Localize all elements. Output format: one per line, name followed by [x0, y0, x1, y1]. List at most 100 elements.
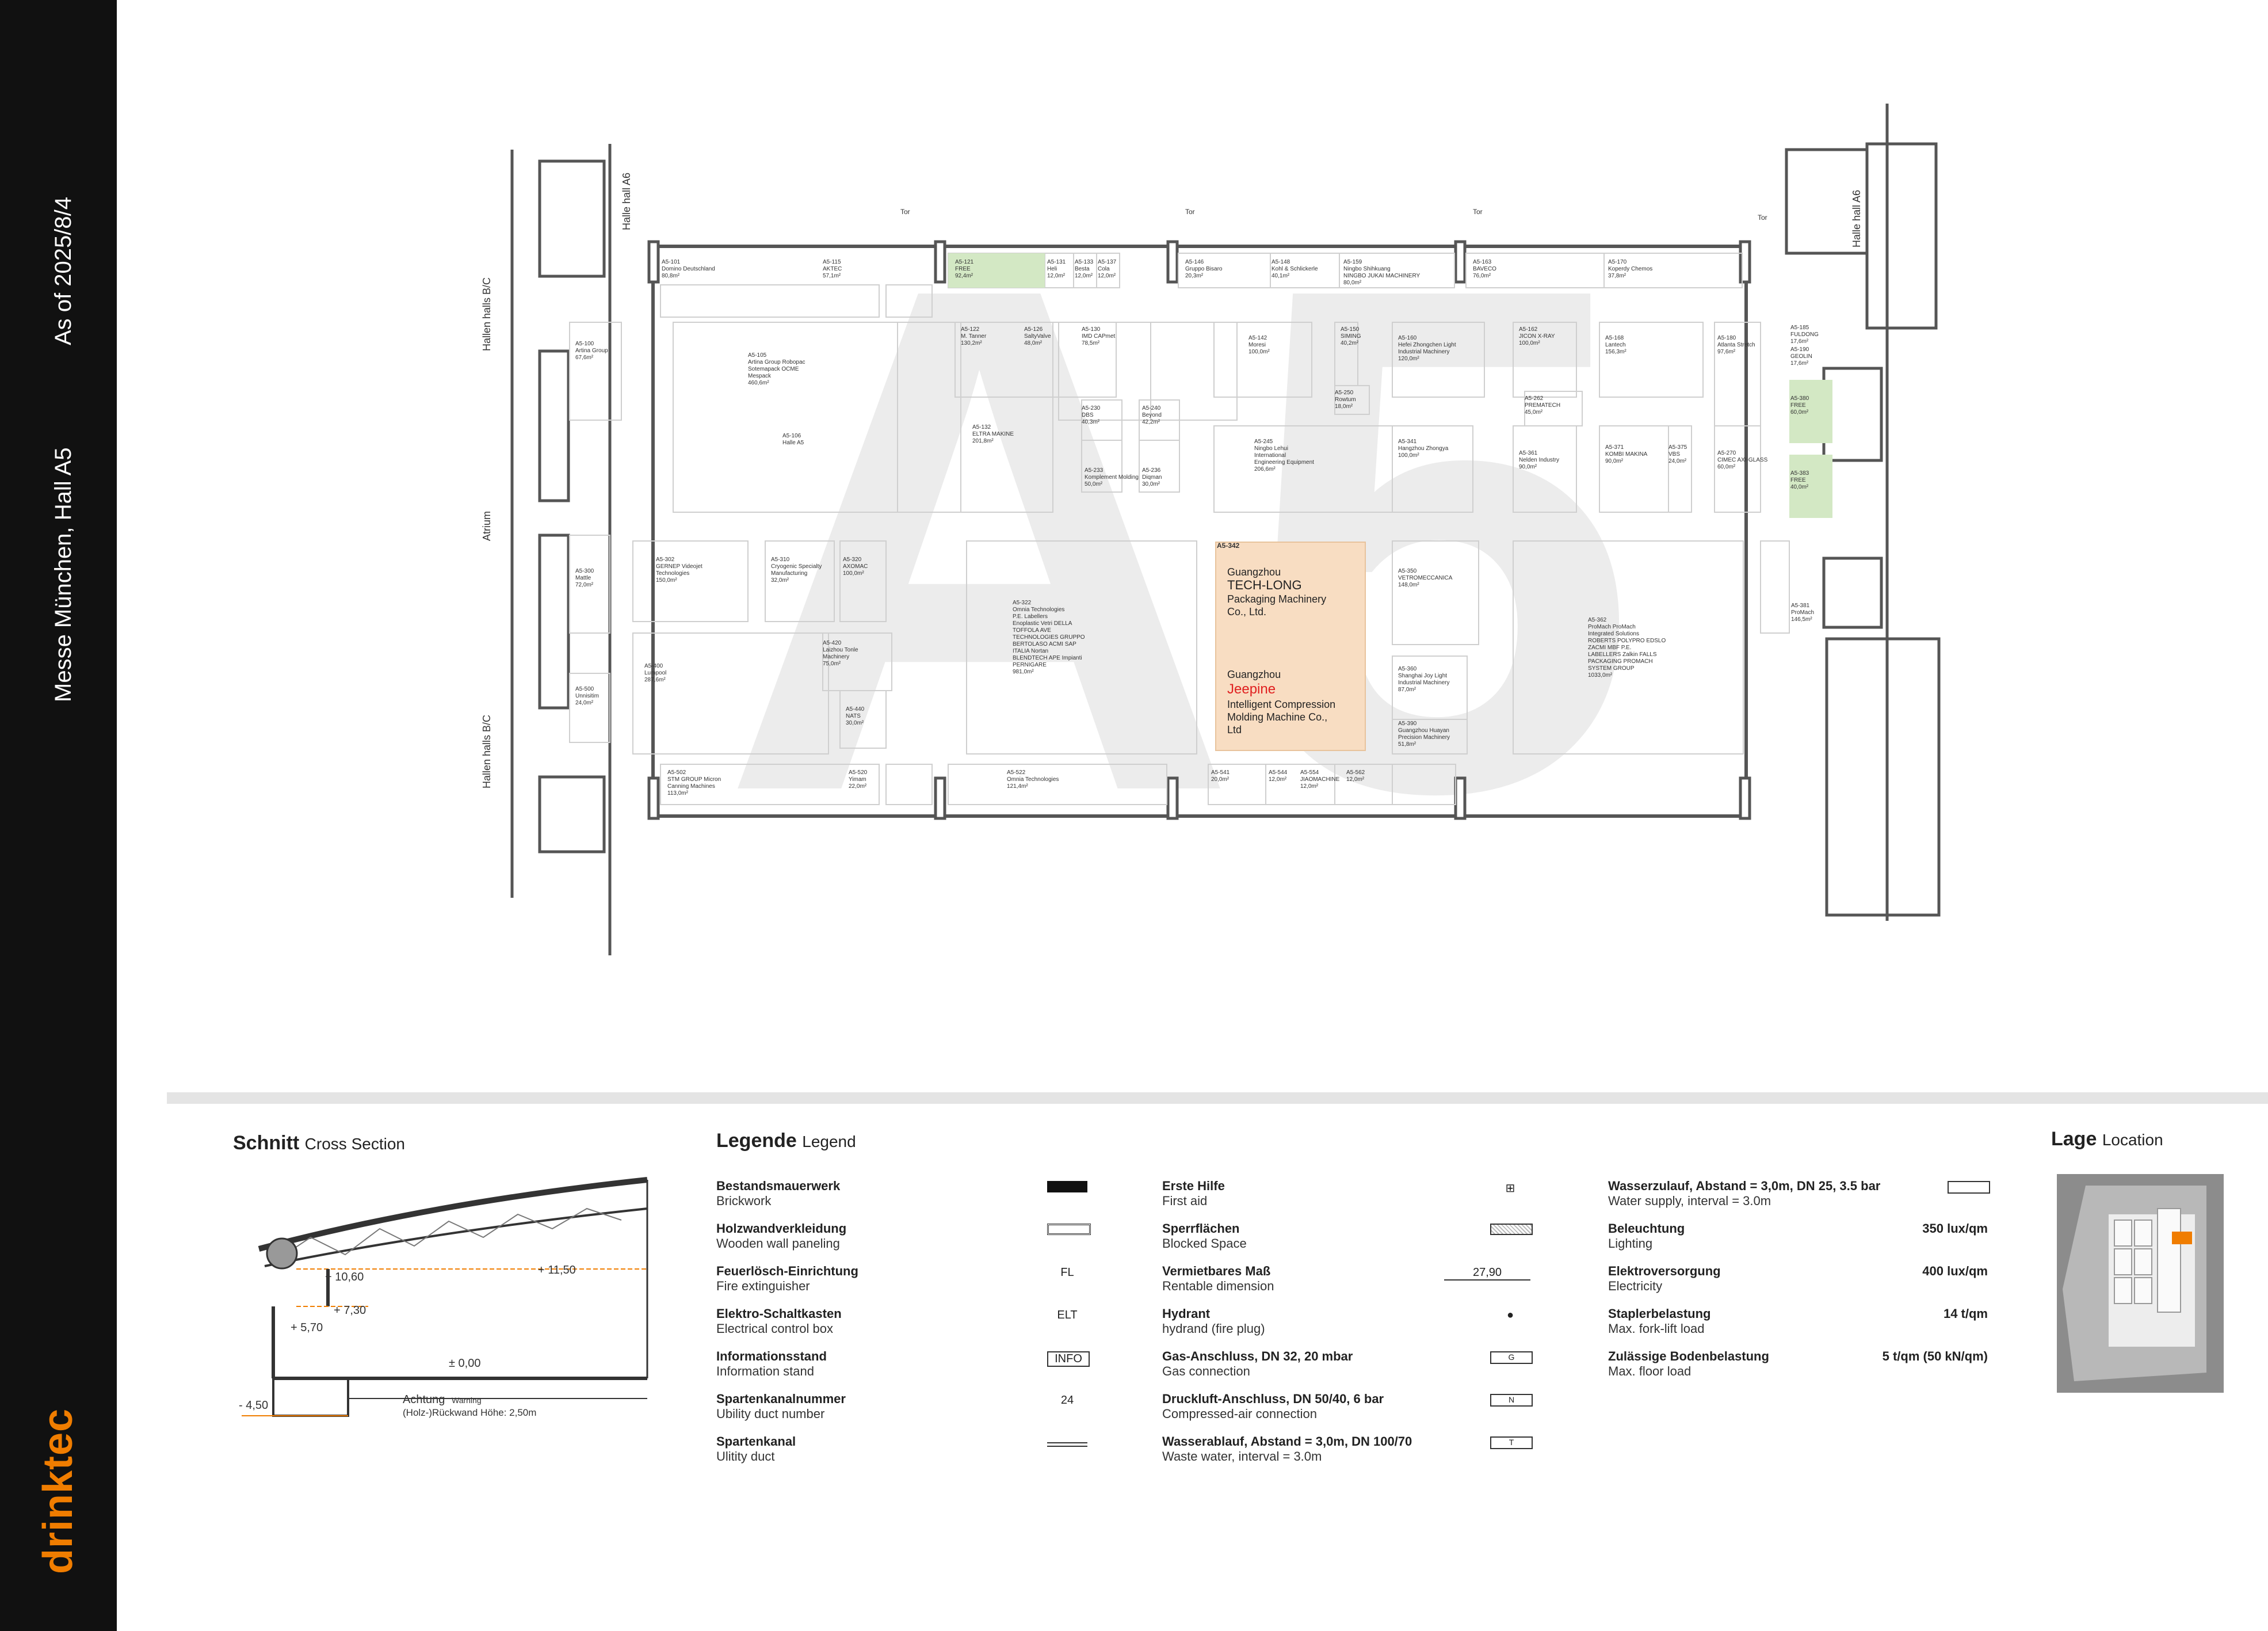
- warning-text: (Holz-)Rückwand Höhe: 2,50m: [403, 1407, 536, 1418]
- side-label-atrium: Atrium: [481, 511, 492, 541]
- side-label-hall-a6-left: Halle hall A6: [621, 173, 632, 230]
- svg-text:Intelligent Compression: Intelligent Compression: [1227, 699, 1335, 710]
- side-label-halls-bc-bottom: Hallen halls B/C: [481, 715, 492, 788]
- sidebar: Messe München, Hall A5 As of 2025/8/4 dr…: [0, 0, 117, 1631]
- legend-symbol-c2-6: T: [1490, 1436, 1533, 1449]
- left-annex: [510, 144, 612, 955]
- cross-section-drawing: + 10,60 + 11,50 + 7,30 + 5,70 ± 0,00 - 4…: [239, 1177, 648, 1418]
- svg-text:Co., Ltd.: Co., Ltd.: [1227, 606, 1266, 618]
- svg-text:Ltd: Ltd: [1227, 724, 1242, 736]
- hall-floor-plan: A5: [481, 104, 1941, 955]
- svg-text:Tor: Tor: [900, 208, 910, 216]
- side-label-halls-bc-top: Hallen halls B/C: [481, 277, 492, 351]
- cross-section-title: Schnitt Cross Section: [233, 1132, 405, 1154]
- side-label-hall-a6-right: Halle hall A6: [1851, 190, 1862, 247]
- svg-text:Packaging Machinery: Packaging Machinery: [1227, 593, 1326, 605]
- location-marker: [2172, 1232, 2192, 1244]
- booth-highlight-company-1: Guangzhou TECH-LONG Packaging Machinery …: [1227, 566, 1326, 618]
- booth-highlight-company-2: Guangzhou Jeepine Intelligent Compressio…: [1227, 669, 1335, 736]
- location-title: Lage Location: [2051, 1128, 2163, 1150]
- legend-symbol-c1-6: [1047, 1442, 1087, 1447]
- legend-symbol-c2-5: N: [1490, 1394, 1533, 1407]
- warning-sub: Warning: [452, 1396, 482, 1405]
- legend-symbol-c1-4: INFO: [1047, 1351, 1090, 1367]
- legend-symbol-c2-0: ⊞: [1505, 1182, 1515, 1195]
- location-map: [2057, 1174, 2224, 1393]
- legend-symbol-c2-4: G: [1490, 1351, 1533, 1364]
- legend-symbol-c2-2: 27,90: [1444, 1266, 1530, 1281]
- level-minus-4-50: - 4,50: [239, 1399, 268, 1412]
- legend-symbol-c1-2: FL: [1060, 1266, 1074, 1279]
- level-10-60: + 10,60: [325, 1271, 364, 1283]
- warning-title: Achtung: [403, 1393, 445, 1406]
- booth-highlight-id: A5-342: [1217, 542, 1240, 550]
- brand-logo: drinktec: [35, 1408, 81, 1574]
- legend-value-c3-1: 350 lux/qm: [1922, 1221, 1988, 1236]
- legend-symbol-c1-5: 24: [1060, 1394, 1074, 1407]
- svg-text:Tor: Tor: [1758, 214, 1767, 222]
- svg-text:Molding Machine Co.,: Molding Machine Co.,: [1227, 711, 1327, 723]
- booth-free-a5-121: [948, 253, 1045, 288]
- hall-columns: [647, 240, 1751, 820]
- svg-text:Guangzhou: Guangzhou: [1227, 566, 1281, 578]
- section-divider: [167, 1092, 2268, 1104]
- svg-text:Tor: Tor: [1473, 208, 1483, 216]
- svg-text:Guangzhou: Guangzhou: [1227, 669, 1281, 680]
